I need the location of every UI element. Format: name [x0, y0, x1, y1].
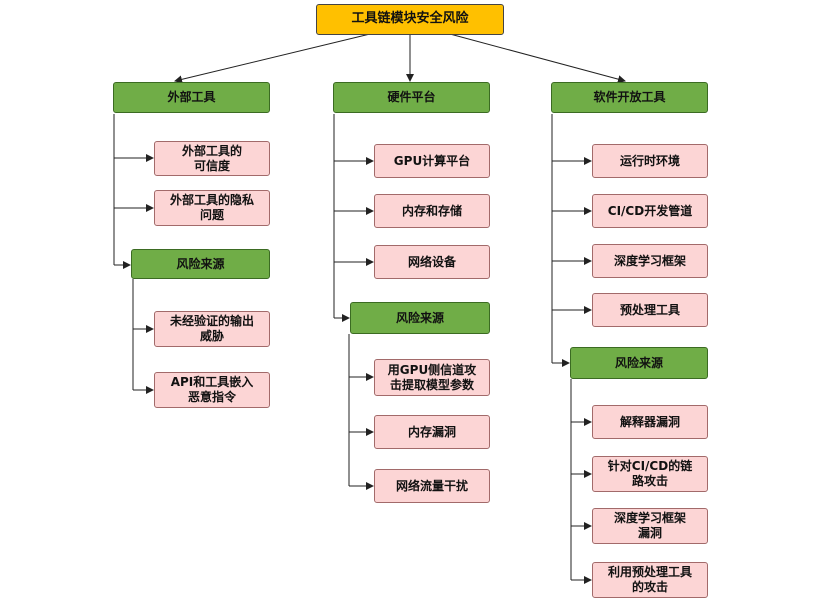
software-risk-dl-framework-vuln: 深度学习框架 漏洞	[592, 508, 708, 544]
hardware-risk-network-interference: 网络流量干扰	[374, 469, 490, 503]
category-hardware-platform: 硬件平台	[333, 82, 490, 113]
software-item-dl-framework: 深度学习框架	[592, 244, 708, 278]
external-tools-risk-unverified-output: 未经验证的输出 威胁	[154, 311, 270, 347]
hardware-risk-source: 风险来源	[350, 302, 490, 334]
connector-root-col0	[174, 33, 371, 84]
hardware-item-gpu: GPU计算平台	[374, 144, 490, 178]
hardware-risk-gpu-side-channel: 用GPU侧信道攻 击提取模型参数	[374, 359, 490, 396]
connector-root-col2	[449, 33, 626, 84]
root-node: 工具链模块安全风险	[316, 4, 504, 35]
software-item-cicd: CI/CD开发管道	[592, 194, 708, 228]
external-tools-risk-api-injection: API和工具嵌入 恶意指令	[154, 372, 270, 408]
external-tools-item-privacy: 外部工具的隐私 问题	[154, 190, 270, 226]
category-software-tools: 软件开放工具	[551, 82, 708, 113]
software-risk-preprocessing-attack: 利用预处理工具 的攻击	[592, 562, 708, 598]
software-risk-cicd-attack: 针对CI/CD的链 路攻击	[592, 456, 708, 492]
software-risk-interpreter-vuln: 解释器漏洞	[592, 405, 708, 439]
hardware-item-memory-storage: 内存和存储	[374, 194, 490, 228]
hardware-item-network: 网络设备	[374, 245, 490, 279]
software-risk-source: 风险来源	[570, 347, 708, 379]
category-external-tools: 外部工具	[113, 82, 270, 113]
software-item-preprocessing: 预处理工具	[592, 293, 708, 327]
external-tools-risk-source: 风险来源	[131, 249, 270, 279]
hardware-risk-memory-vuln: 内存漏洞	[374, 415, 490, 449]
software-item-runtime: 运行时环境	[592, 144, 708, 178]
external-tools-item-trust: 外部工具的 可信度	[154, 141, 270, 176]
